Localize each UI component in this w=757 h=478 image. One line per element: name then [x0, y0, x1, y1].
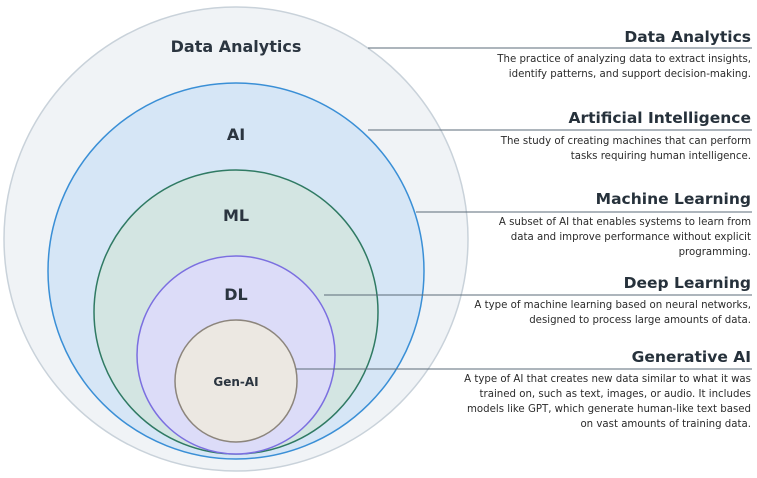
description-title: Machine Learning [595, 190, 751, 208]
description-text: A type of machine learning based on neur… [474, 300, 751, 326]
circle-label-ml: ML [223, 206, 249, 225]
circle-gen-ai [174, 319, 298, 443]
description-title: Generative AI [631, 348, 751, 366]
description-text: The practice of analyzing data to extrac… [497, 54, 751, 80]
description-title: Artificial Intelligence [568, 109, 751, 127]
circle-label-ai: AI [227, 125, 245, 144]
description-ml: Machine Learning A subset of AI that ena… [499, 190, 751, 260]
circle-label-data-analytics: Data Analytics [171, 37, 302, 56]
description-dl: Deep Learning A type of machine learning… [474, 274, 751, 328]
circle-label-dl: DL [224, 285, 247, 304]
description-text: A type of AI that creates new data simil… [464, 374, 751, 430]
description-text: A subset of AI that enables systems to l… [498, 217, 751, 258]
description-title: Data Analytics [624, 28, 751, 46]
description-title: Deep Learning [623, 274, 751, 292]
description-data-analytics: Data Analytics The practice of analyzing… [497, 28, 751, 82]
description-gen-ai: Generative AI A type of AI that creates … [464, 348, 751, 432]
description-text: The study of creating machines that can … [500, 136, 751, 162]
description-ai: Artificial Intelligence The study of cre… [501, 109, 751, 164]
circle-label-gen-ai: Gen-AI [213, 375, 258, 389]
